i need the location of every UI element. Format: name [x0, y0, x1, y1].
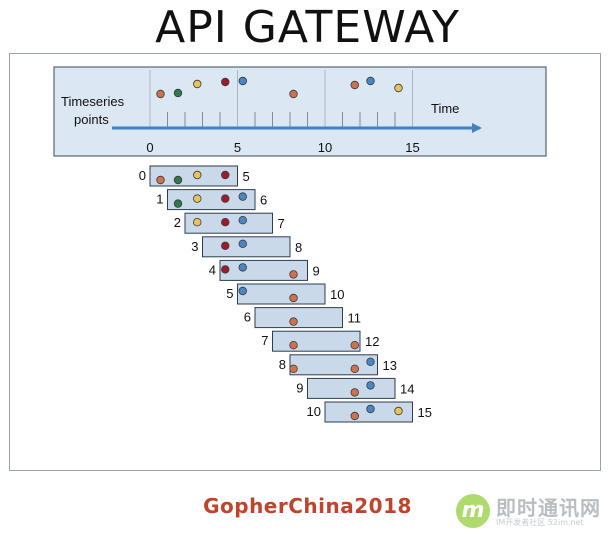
watermark-name: 即时通讯网	[496, 496, 601, 520]
window-end-label: 9	[313, 263, 320, 278]
window-end-label: 7	[278, 216, 285, 231]
time-tick-labels: 0 5 10 15	[146, 140, 419, 155]
window-box	[307, 377, 396, 399]
timeseries-point	[173, 88, 183, 98]
timeseries-label: Timeseries	[61, 94, 125, 109]
window-row: 7 12	[261, 330, 379, 352]
window-point	[193, 170, 202, 180]
window-point	[238, 263, 247, 272]
time-tick-label: 10	[318, 140, 332, 155]
time-tick-label: 0	[146, 140, 153, 155]
window-point	[221, 241, 230, 250]
window-point	[350, 411, 359, 421]
window-box	[272, 330, 361, 352]
window-point	[173, 175, 183, 185]
window-point	[238, 239, 247, 248]
window-row: 5 10	[226, 283, 344, 305]
window-end-label: 10	[330, 287, 344, 302]
window-end-label: 14	[400, 381, 414, 396]
timeline-grid	[149, 70, 413, 128]
window-point	[221, 170, 230, 180]
window-end-label: 12	[365, 334, 379, 349]
window-point	[221, 217, 230, 227]
watermark: m 即时通讯网 IM开发者社区 52im.net	[456, 492, 611, 532]
timeline-points	[156, 76, 403, 99]
window-point	[366, 381, 375, 390]
window-point	[221, 194, 230, 203]
window-point	[238, 192, 247, 201]
window-box	[289, 354, 378, 376]
window-point	[156, 175, 165, 185]
time-axis-label: Time	[431, 101, 459, 116]
timeseries-point	[350, 80, 359, 90]
window-end-label: 6	[260, 193, 267, 208]
watermark-subtitle: IM开发者社区 52im.net	[496, 518, 584, 527]
window-point	[173, 199, 183, 208]
window-start-label: 0	[139, 168, 146, 183]
window-end-label: 11	[348, 311, 362, 326]
window-start-label: 6	[244, 310, 251, 325]
window-start-label: 4	[209, 262, 216, 277]
points-label: points	[74, 112, 109, 127]
window-box	[237, 283, 326, 305]
window-point	[289, 293, 298, 303]
window-point	[366, 357, 375, 366]
window-point	[238, 286, 247, 296]
window-start-label: 1	[156, 192, 163, 207]
window-box	[202, 236, 291, 258]
window-start-label: 9	[296, 380, 303, 395]
window-end-label: 15	[418, 405, 432, 420]
window-point	[394, 406, 403, 416]
window-point	[289, 317, 298, 326]
window-point	[289, 270, 298, 279]
window-point	[366, 404, 375, 414]
window-start-label: 2	[174, 215, 181, 230]
time-tick-label: 15	[405, 140, 419, 155]
window-point	[193, 194, 202, 203]
window-row: 8 13	[279, 354, 397, 376]
window-point	[350, 341, 359, 350]
window-end-label: 5	[243, 169, 250, 184]
watermark-logo: m	[456, 494, 490, 528]
timeseries-point	[366, 76, 375, 86]
timeseries-point	[394, 83, 403, 93]
footer-brand: GopherChina2018	[203, 494, 412, 518]
timeseries-point	[156, 89, 165, 99]
window-point	[221, 265, 230, 274]
window-box	[167, 189, 256, 211]
window-end-label: 13	[383, 358, 397, 373]
window-point	[238, 215, 247, 225]
time-tick-label: 5	[234, 140, 241, 155]
window-start-label: 3	[191, 239, 198, 254]
window-point	[350, 364, 359, 373]
timeseries-point	[289, 89, 298, 99]
window-point	[289, 364, 298, 373]
window-row: 9 14	[296, 377, 414, 399]
window-point	[193, 217, 202, 227]
window-row: 6 11	[244, 307, 362, 329]
window-row: 10 15	[307, 401, 432, 423]
window-start-label: 8	[279, 357, 286, 372]
timeseries-point	[193, 79, 202, 89]
window-start-label: 10	[307, 404, 321, 419]
window-point	[350, 388, 359, 397]
timeseries-point	[238, 76, 247, 86]
page-title: API GATEWAY	[155, 2, 460, 53]
window-point	[289, 341, 298, 350]
window-box	[254, 307, 343, 329]
window-end-label: 8	[295, 240, 302, 255]
window-start-label: 5	[226, 286, 233, 301]
timeseries-point	[221, 77, 230, 87]
window-start-label: 7	[261, 333, 268, 348]
timeline-panel	[53, 66, 547, 157]
